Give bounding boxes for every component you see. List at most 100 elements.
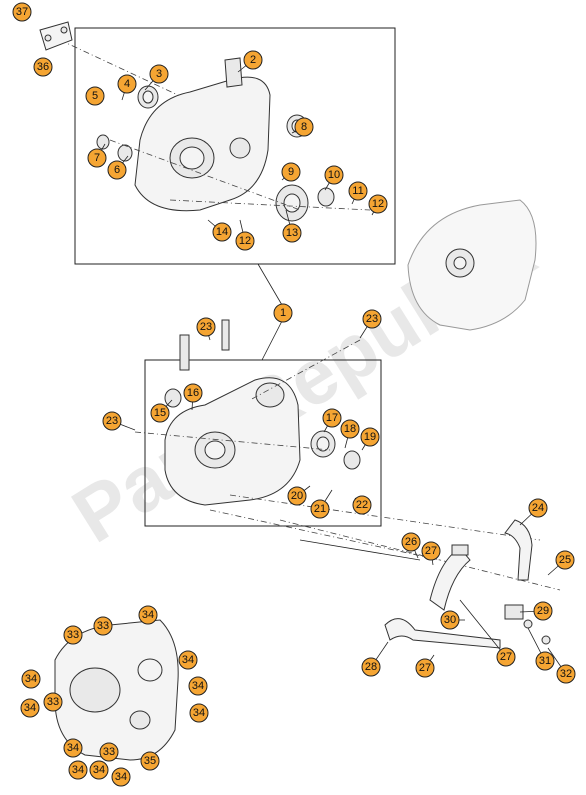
callout-33: 33 [93, 616, 113, 636]
svg-text:36: 36 [37, 61, 49, 73]
svg-text:25: 25 [559, 554, 571, 566]
svg-text:27: 27 [419, 662, 431, 674]
callout-22: 22 [352, 495, 372, 515]
callout-34: 34 [111, 767, 131, 787]
callout-36: 36 [33, 57, 53, 77]
callout-34: 34 [178, 650, 198, 670]
svg-text:34: 34 [24, 702, 36, 714]
callout-23: 23 [102, 411, 122, 431]
shift-shaft [384, 618, 501, 649]
svg-text:27: 27 [500, 651, 512, 663]
callout-32: 32 [556, 664, 576, 684]
svg-text:14: 14 [216, 226, 228, 238]
svg-text:31: 31 [539, 655, 551, 667]
svg-text:35: 35 [144, 755, 156, 767]
svg-text:24: 24 [532, 502, 544, 514]
svg-text:37: 37 [16, 6, 28, 18]
callout-34: 34 [189, 703, 209, 723]
svg-text:23: 23 [106, 415, 118, 427]
svg-text:12: 12 [372, 198, 384, 210]
callout-25: 25 [555, 550, 575, 570]
svg-text:5: 5 [92, 90, 98, 102]
svg-text:2: 2 [250, 54, 256, 66]
callout-29: 29 [533, 601, 553, 621]
svg-text:34: 34 [67, 742, 79, 754]
callout-34: 34 [89, 760, 109, 780]
callout-2: 2 [243, 50, 263, 70]
callout-34: 34 [188, 676, 208, 696]
svg-text:33: 33 [97, 620, 109, 632]
callout-23: 23 [196, 317, 216, 337]
svg-text:10: 10 [328, 169, 340, 181]
svg-text:34: 34 [193, 707, 205, 719]
callout-27: 27 [496, 647, 516, 667]
callout-24: 24 [528, 498, 548, 518]
callout-34: 34 [20, 698, 40, 718]
callout-13: 13 [282, 223, 302, 243]
callout-33: 33 [43, 692, 63, 712]
crankcase-half-middle [164, 377, 301, 506]
callout-37: 37 [12, 2, 32, 22]
callout-11: 11 [348, 181, 368, 201]
svg-text:6: 6 [114, 164, 120, 176]
callout-34: 34 [138, 605, 158, 625]
callout-6: 6 [107, 160, 127, 180]
svg-text:20: 20 [291, 490, 303, 502]
callout-12: 12 [235, 231, 255, 251]
svg-text:9: 9 [288, 166, 294, 178]
callout-19: 19 [360, 427, 380, 447]
callout-15: 15 [150, 403, 170, 423]
callout-5: 5 [85, 86, 105, 106]
svg-text:22: 22 [356, 499, 368, 511]
svg-text:34: 34 [93, 764, 105, 776]
svg-text:33: 33 [103, 746, 115, 758]
svg-text:1: 1 [280, 307, 286, 319]
callout-16: 16 [183, 383, 203, 403]
leader-line [459, 599, 507, 658]
middle-detail-box [144, 359, 382, 527]
svg-text:19: 19 [364, 431, 376, 443]
callout-18: 18 [340, 419, 360, 439]
callout-10: 10 [324, 165, 344, 185]
callout-14: 14 [212, 222, 232, 242]
callout-31: 31 [535, 651, 555, 671]
svg-text:3: 3 [156, 68, 162, 80]
upper-detail-box [74, 27, 396, 265]
clutch-cover [407, 199, 537, 331]
svg-text:8: 8 [301, 121, 307, 133]
callout-26: 26 [401, 532, 421, 552]
svg-text:27: 27 [425, 545, 437, 557]
svg-text:34: 34 [192, 680, 204, 692]
svg-text:33: 33 [47, 696, 59, 708]
callout-34: 34 [68, 760, 88, 780]
callout-20: 20 [287, 486, 307, 506]
callout-7: 7 [87, 148, 107, 168]
svg-text:7: 7 [94, 152, 100, 164]
svg-text:32: 32 [560, 668, 572, 680]
crankcase-half-upper [134, 57, 271, 212]
svg-text:28: 28 [365, 661, 377, 673]
svg-text:34: 34 [182, 654, 194, 666]
callout-8: 8 [294, 117, 314, 137]
small-bracket [39, 21, 73, 51]
svg-text:34: 34 [72, 764, 84, 776]
svg-text:11: 11 [352, 185, 363, 197]
svg-text:13: 13 [286, 227, 298, 239]
svg-text:34: 34 [115, 771, 127, 783]
crankcase-bottom-view [54, 619, 179, 761]
callout-33: 33 [63, 625, 83, 645]
svg-text:34: 34 [142, 609, 154, 621]
svg-text:18: 18 [344, 423, 356, 435]
svg-text:12: 12 [239, 235, 251, 247]
callout-9: 9 [281, 162, 301, 182]
svg-text:21: 21 [314, 503, 326, 515]
callout-27: 27 [421, 541, 441, 561]
callout-23: 23 [362, 309, 382, 329]
svg-text:33: 33 [67, 629, 79, 641]
callout-30: 30 [440, 610, 460, 630]
svg-text:15: 15 [154, 407, 166, 419]
svg-text:17: 17 [326, 412, 338, 424]
callout-34: 34 [63, 738, 83, 758]
shift-fork [504, 519, 533, 581]
